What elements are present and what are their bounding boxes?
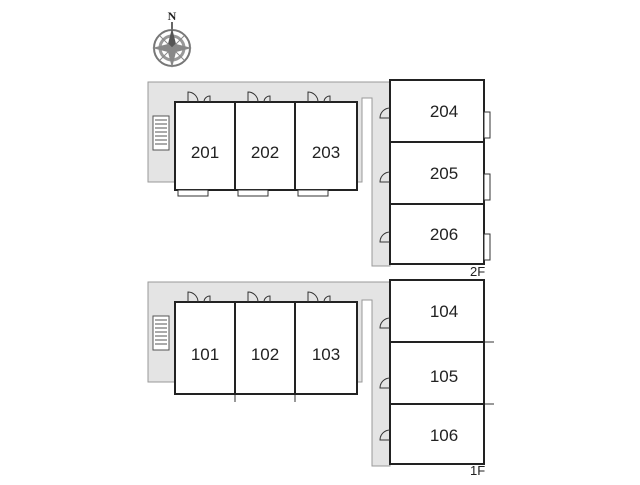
unit-205[interactable]: 205	[379, 141, 491, 205]
door-icon	[379, 171, 391, 183]
door-icon	[247, 291, 259, 303]
unit-201[interactable]: 201	[174, 91, 236, 197]
unit-label: 102	[251, 345, 279, 364]
door-icon	[263, 295, 271, 303]
unit-106[interactable]: 106	[379, 403, 485, 465]
unit-label: 104	[430, 302, 458, 321]
balcony-icon	[177, 189, 209, 197]
unit-102[interactable]: 102	[234, 291, 296, 402]
unit-105[interactable]: 105	[379, 341, 494, 405]
door-icon	[187, 91, 199, 103]
unit-202[interactable]: 202	[234, 91, 296, 197]
unit-206[interactable]: 206	[379, 203, 491, 265]
compass-rose-icon	[152, 28, 192, 68]
unit-label: 202	[251, 143, 279, 162]
door-icon	[307, 291, 319, 303]
unit-label: 106	[430, 426, 458, 445]
door-icon	[263, 95, 271, 103]
door-icon	[203, 95, 211, 103]
balcony-icon	[483, 173, 491, 201]
balcony-icon	[483, 111, 491, 139]
unit-label: 105	[430, 367, 458, 386]
unit-104[interactable]: 104	[379, 279, 494, 343]
unit-label: 103	[312, 345, 340, 364]
unit-label: 206	[430, 225, 458, 244]
door-icon	[379, 317, 391, 329]
door-icon	[187, 291, 199, 303]
unit-204[interactable]: 204	[379, 79, 491, 143]
unit-203[interactable]: 203	[294, 91, 358, 197]
unit-label: 205	[430, 164, 458, 183]
floor-label: 1F	[470, 463, 485, 478]
balcony-icon	[483, 233, 491, 261]
floor-1f: 101 102 103 104 105	[147, 279, 494, 478]
door-icon	[307, 91, 319, 103]
door-icon	[323, 95, 331, 103]
unit-103[interactable]: 103	[294, 291, 358, 395]
door-icon	[203, 295, 211, 303]
door-icon	[379, 107, 391, 119]
unit-label: 204	[430, 102, 458, 121]
door-icon	[379, 377, 391, 389]
balcony-icon	[237, 189, 269, 197]
floor-label: 2F	[470, 264, 485, 279]
stair-icon	[152, 315, 170, 351]
door-icon	[247, 91, 259, 103]
balcony-icon	[297, 189, 329, 197]
door-icon	[379, 429, 391, 441]
floor-2f: 201 202 203 204 205	[147, 79, 491, 279]
unit-101[interactable]: 101	[174, 291, 236, 402]
door-icon	[323, 295, 331, 303]
door-icon	[379, 231, 391, 243]
unit-label: 203	[312, 143, 340, 162]
compass: N	[152, 9, 192, 68]
stair-icon	[152, 115, 170, 151]
unit-label: 201	[191, 143, 219, 162]
unit-label: 101	[191, 345, 219, 364]
north-label: N	[168, 9, 177, 23]
